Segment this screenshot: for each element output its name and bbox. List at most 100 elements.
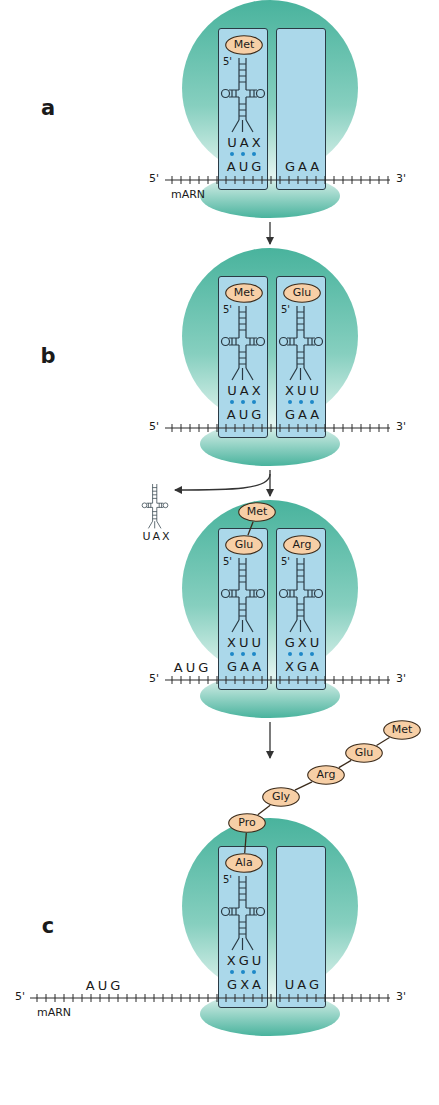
amino-acid-outline (384, 721, 421, 740)
amino-acid-outline (226, 536, 263, 555)
peptide-bond (245, 833, 247, 853)
sequence-label: 5' (12, 990, 28, 1003)
anticodon: UAX (219, 383, 269, 398)
anticodon: UAX (219, 135, 269, 150)
sequence-label: 5' (146, 420, 162, 433)
amino-acid: Glu (283, 283, 321, 303)
codon: AUG (219, 407, 269, 422)
sequence-label: mARN (34, 1006, 74, 1019)
strand-end: 5' (223, 304, 232, 315)
amino-acid: Arg (283, 535, 321, 555)
amino-acid-outline (226, 854, 263, 873)
strand-end: 5' (281, 556, 290, 567)
codon: UAG (277, 977, 327, 992)
release-arrow (175, 474, 270, 490)
codon: GXA (219, 977, 269, 992)
anticodon: XGU (219, 953, 269, 968)
amino-acid-name: Met (225, 35, 263, 55)
trna-symbol (222, 876, 265, 950)
step-arrow (269, 222, 270, 244)
peptide-bond (248, 522, 253, 535)
codon: GAA (219, 659, 269, 674)
sequence-label: 5' (146, 172, 162, 185)
amino-acid-name: Glu (283, 283, 321, 303)
amino-acid: Met (383, 720, 421, 740)
sequence-label: 5' (146, 672, 162, 685)
amino-acid: Met (238, 502, 276, 522)
mrna-strand (165, 679, 390, 680)
amino-acid-name: Arg (283, 535, 321, 555)
trna-symbol (222, 58, 265, 132)
amino-acid-name: Glu (225, 535, 263, 555)
amino-acid-name: Ala (225, 853, 263, 873)
sequence-label: UAX (136, 530, 176, 543)
amino-acid-outline (229, 814, 266, 833)
amino-acid-name: Met (383, 720, 421, 740)
amino-acid-name: Arg (307, 765, 345, 785)
base-pair-dots (288, 400, 314, 404)
base-pair-dots (230, 400, 256, 404)
panel-letter: c (38, 914, 58, 938)
amino-acid-name: Gly (262, 787, 300, 807)
sequence-label: AUG (166, 660, 216, 675)
mrna-ticks (30, 994, 390, 1002)
anticodon: XUU (219, 635, 269, 650)
amino-acid: Glu (345, 743, 383, 763)
trna-symbol (222, 558, 265, 632)
amino-acid: Arg (307, 765, 345, 785)
ribosome-site: 5'UAXAUGMet (218, 28, 268, 190)
codon: XGA (277, 659, 327, 674)
amino-acid: Glu (225, 535, 263, 555)
mrna-strand (165, 427, 390, 428)
strand-end: 5' (223, 874, 232, 885)
panel-letter: b (38, 344, 58, 368)
ribosome-site: 5'UAXAUGMet (218, 276, 268, 438)
amino-acid-outline (239, 503, 276, 522)
base-pair-dots (230, 970, 256, 974)
amino-acid-outline (308, 766, 345, 785)
base-pair-dots (230, 152, 256, 156)
mrna-ticks (165, 676, 390, 684)
sequence-label: AUG (78, 978, 128, 993)
peptide-bond (295, 782, 312, 790)
large-subunit (182, 818, 358, 994)
ribosome-site: 5' GXU XGA Arg (276, 528, 326, 690)
trna-symbol (280, 306, 323, 380)
large-subunit (182, 248, 358, 424)
strand-end: 5' (223, 56, 232, 67)
mrna-ticks (165, 176, 390, 184)
amino-acid-name: Met (238, 502, 276, 522)
codon: GAA (277, 407, 327, 422)
sequence-label: mARN (168, 188, 208, 201)
trna-symbol (280, 558, 323, 632)
sequence-label: 3' (393, 990, 409, 1003)
amino-acid-outline (284, 284, 321, 303)
amino-acid: Pro (228, 813, 266, 833)
amino-acid-outline (346, 744, 383, 763)
strand-end: 5' (281, 304, 290, 315)
amino-acid-name: Pro (228, 813, 266, 833)
peptide-bond (377, 738, 390, 746)
mrna-strand (165, 179, 390, 180)
amino-acid-outline (284, 536, 321, 555)
anticodon: XUU (277, 383, 327, 398)
amino-acid: Met (225, 35, 263, 55)
amino-acid-outline (263, 788, 300, 807)
panel-letter: a (38, 96, 58, 120)
sequence-label: 3' (393, 420, 409, 433)
peptide-bond (258, 805, 270, 815)
ribosome-site: 5'XUUGAAGlu (218, 528, 268, 690)
sequence-label: 3' (393, 172, 409, 185)
anticodon: GXU (277, 635, 327, 650)
amino-acid-outline (226, 284, 263, 303)
ribosome-site: GAA (276, 28, 326, 190)
released-trna (142, 484, 168, 528)
large-subunit (182, 0, 358, 176)
amino-acid-name: Glu (345, 743, 383, 763)
sequence-label: 3' (393, 672, 409, 685)
large-subunit (182, 500, 358, 676)
peptide-bond (339, 760, 351, 767)
